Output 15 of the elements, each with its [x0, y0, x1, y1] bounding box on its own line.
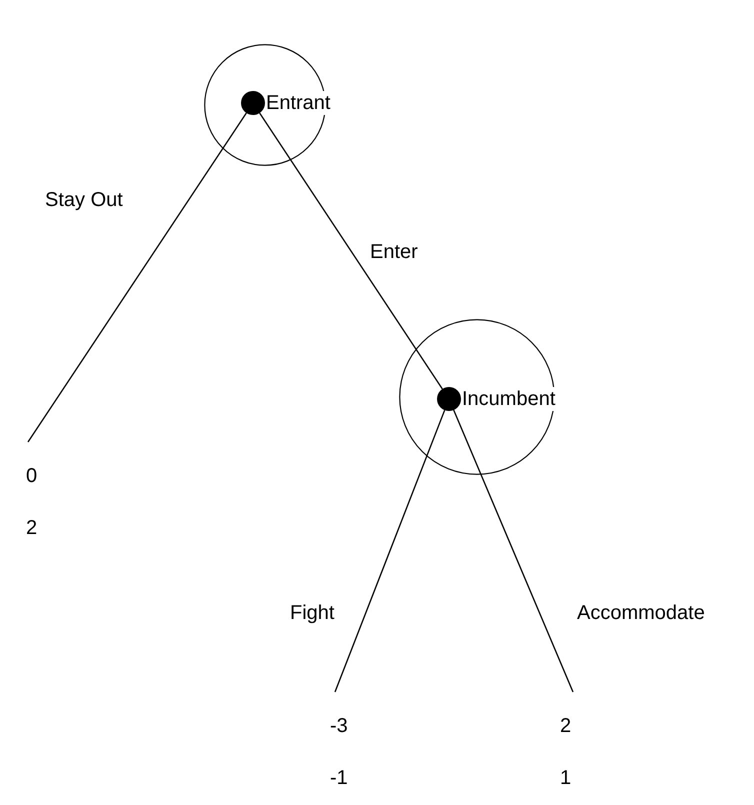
tree-branch: [334, 410, 446, 692]
payoff-value: -3: [330, 714, 348, 738]
tree-branch: [453, 410, 574, 692]
payoff-value: -1: [330, 766, 348, 790]
player-label: Entrant: [266, 91, 330, 115]
tree-branch: [27, 112, 247, 442]
player-label: Incumbent: [462, 387, 556, 411]
tree-branch: [259, 112, 443, 390]
payoff-value: 0: [26, 464, 38, 488]
payoff-value: 2: [26, 516, 38, 540]
payoff-value: 1: [560, 766, 572, 790]
decision-node-dot: [437, 387, 461, 411]
decision-node-dot: [241, 91, 265, 115]
payoff-value: 2: [560, 714, 572, 738]
information-set-circle: [399, 319, 555, 475]
